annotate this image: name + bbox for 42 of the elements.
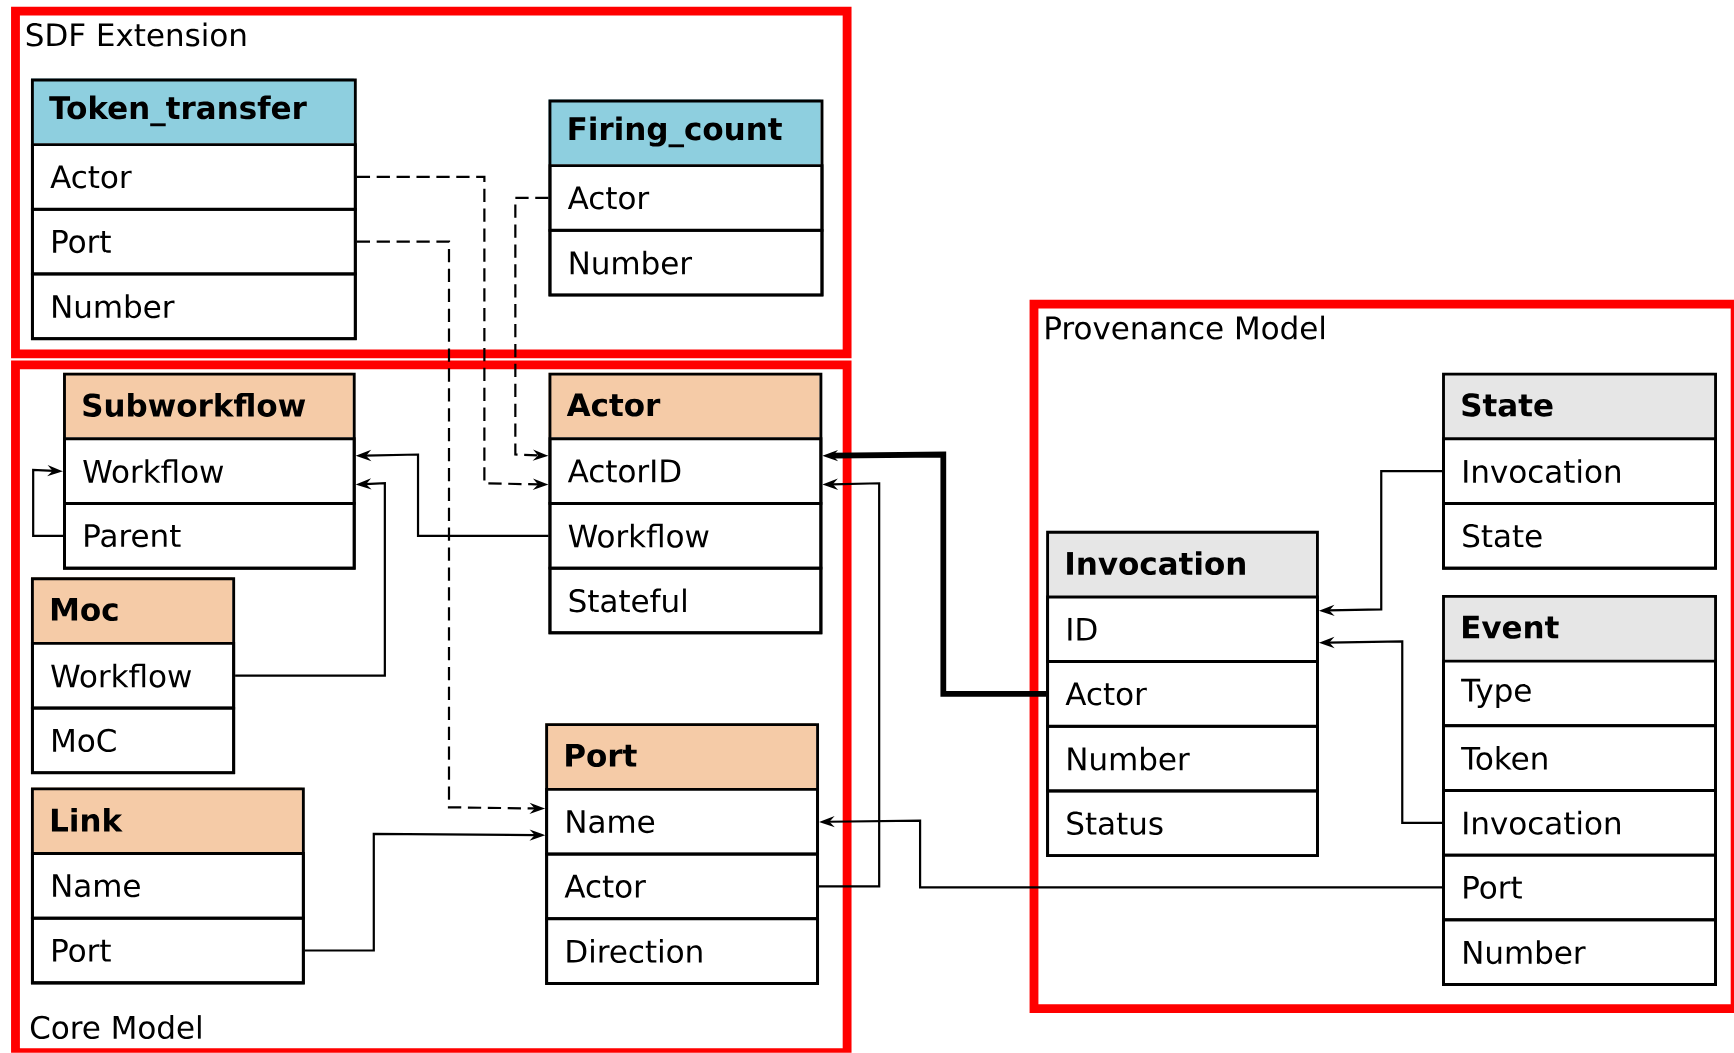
table-row: Token (1442, 724, 1717, 792)
table-title: Link (51, 808, 123, 832)
table-title: State (1462, 393, 1553, 417)
group-title: SDF Extension (26, 22, 246, 47)
table-title: Port (566, 744, 637, 768)
group-title: Provenance Model (1046, 315, 1324, 340)
table-title: Moc (51, 598, 118, 622)
table-row: Port (30, 208, 357, 276)
table-title: Invocation (1067, 551, 1245, 576)
table-title: Event (1463, 615, 1559, 639)
table-row: ActorID (548, 437, 823, 505)
table-row: Actor (30, 143, 357, 211)
table-row: Stateful (548, 566, 823, 635)
table-row: Port (1442, 853, 1717, 922)
table-row: Workflow (548, 502, 823, 570)
connector (32, 465, 64, 537)
table-row: Port (30, 916, 305, 985)
table-row: Name (545, 788, 820, 856)
table-row: Direction (545, 917, 820, 985)
table-row: Number (1046, 725, 1319, 793)
table-row: Invocation (1442, 437, 1717, 505)
table-row: Type (1442, 659, 1717, 728)
table-title: Firing_count (569, 116, 782, 148)
table-row: Actor (545, 852, 820, 921)
table-row: Invocation (1442, 789, 1717, 857)
table-row: Actor (548, 164, 824, 232)
table-row: Number (1442, 918, 1717, 986)
table-row: Workflow (63, 437, 356, 505)
table-row: Actor (1046, 660, 1319, 728)
group-title: Core Model (30, 1015, 201, 1040)
table-row: MoC (30, 706, 236, 775)
table-row: Number (548, 229, 824, 297)
table-title: Token_transfer (49, 95, 307, 127)
table-row: ID (1046, 595, 1319, 664)
table-row: Status (1046, 789, 1319, 858)
table-row: Name (30, 852, 305, 920)
table-title: Subworkflow (83, 393, 306, 418)
table-row: State (1442, 502, 1717, 570)
table-row: Workflow (30, 642, 236, 710)
table-row: Parent (63, 502, 356, 570)
table-title: Actor (566, 393, 661, 417)
table-row: Number (30, 272, 357, 341)
